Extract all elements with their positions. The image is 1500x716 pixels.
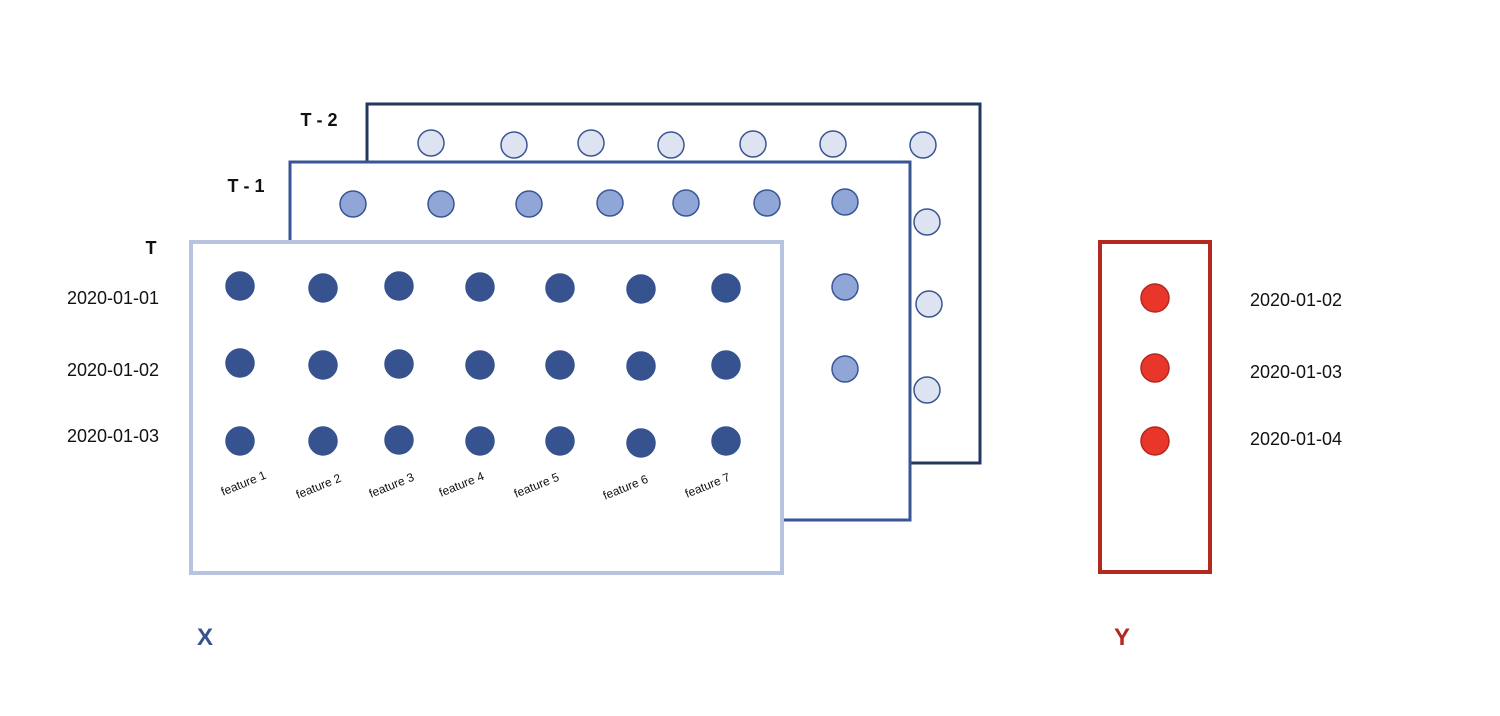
feature-dot (225, 426, 255, 456)
layer-t-minus-2-label: T - 2 (300, 110, 337, 130)
feature-dot (913, 376, 941, 404)
feature-dot (545, 426, 575, 456)
feature-dot (500, 131, 528, 159)
feature-dot (577, 129, 605, 157)
feature-dot (915, 290, 943, 318)
feature-dot (831, 355, 859, 383)
y-date-label: 2020-01-03 (1250, 362, 1342, 382)
feature-dot (626, 274, 656, 304)
feature-dot (384, 349, 414, 379)
feature-dot (308, 350, 338, 380)
feature-dot (739, 130, 767, 158)
feature-dot (427, 190, 455, 218)
feature-dot (596, 189, 624, 217)
feature-dot (626, 428, 656, 458)
x-date-label: 2020-01-02 (67, 360, 159, 380)
feature-dot (384, 425, 414, 455)
feature-dot (909, 131, 937, 159)
layer-t-minus-1-dots (339, 188, 859, 383)
x-input-label: X (197, 624, 213, 651)
feature-dot (515, 190, 543, 218)
y-date-label: 2020-01-02 (1250, 290, 1342, 310)
y-target-group: 2020-01-02 2020-01-03 2020-01-04 (1098, 240, 1342, 574)
y-date-label: 2020-01-04 (1250, 429, 1342, 449)
feature-dot (657, 131, 685, 159)
feature-dot (819, 130, 847, 158)
feature-dot (225, 348, 255, 378)
feature-dot (672, 189, 700, 217)
feature-dot (626, 351, 656, 381)
target-dot (1140, 353, 1170, 383)
feature-dot (831, 188, 859, 216)
target-dot (1140, 426, 1170, 456)
feature-dot (465, 426, 495, 456)
feature-dot (465, 350, 495, 380)
feature-dot (711, 350, 741, 380)
y-target-label: Y (1114, 624, 1130, 651)
x-date-label: 2020-01-01 (67, 288, 159, 308)
layer-t-minus-1-label: T - 1 (227, 176, 264, 196)
feature-dot (225, 271, 255, 301)
x-date-label: 2020-01-03 (67, 426, 159, 446)
feature-dot (711, 273, 741, 303)
feature-dot (339, 190, 367, 218)
layer-t-label: T (146, 238, 157, 258)
layer-t: feature 1 feature 2 feature 3 feature 4 … (146, 238, 784, 575)
x-date-labels: 2020-01-01 2020-01-02 2020-01-03 (67, 288, 159, 446)
feature-dot (384, 271, 414, 301)
target-dot (1140, 283, 1170, 313)
feature-dot (308, 273, 338, 303)
feature-dot (545, 273, 575, 303)
y-target-dots (1140, 283, 1170, 456)
feature-dot (831, 273, 859, 301)
feature-dot (711, 426, 741, 456)
feature-dot (465, 272, 495, 302)
feature-dot (545, 350, 575, 380)
feature-dot (913, 208, 941, 236)
feature-dot (753, 189, 781, 217)
feature-dot (308, 426, 338, 456)
layer-t-minus-2-dots (417, 129, 943, 404)
feature-dot (417, 129, 445, 157)
layer-t-dots (225, 271, 741, 458)
